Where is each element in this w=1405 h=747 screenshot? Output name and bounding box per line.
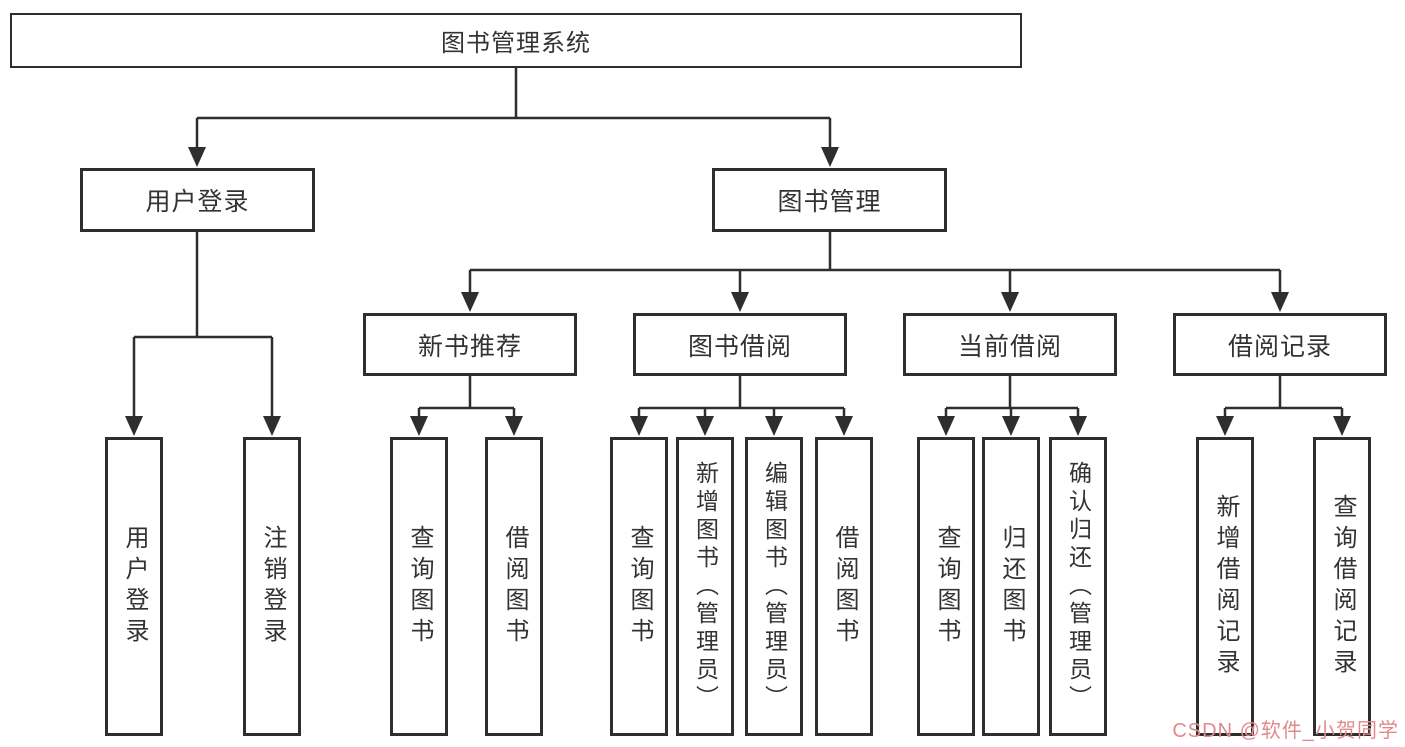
arrow-down-icon: [821, 147, 839, 167]
node-label: 借阅记录: [1227, 332, 1332, 361]
node-label: 新增借阅记录: [1212, 493, 1239, 680]
leaf-edit-books-admin: 编辑图书（管理员）: [745, 437, 803, 736]
node-label: 图书借阅: [687, 332, 792, 361]
node-book-borrowing: 图书借阅: [633, 313, 847, 376]
arrow-down-icon: [263, 416, 281, 436]
node-label: 用户登录: [121, 524, 148, 649]
arrow-down-icon: [461, 292, 479, 312]
leaf-query-books: 查询图书: [917, 437, 975, 736]
node-label: 新增图书（管理员）: [692, 460, 719, 713]
arrow-down-icon: [696, 416, 714, 436]
node-label: 图书管理系统: [441, 30, 591, 57]
csdn-watermark: CSDN @软件_小贺同学: [1172, 720, 1399, 742]
leaf-query-borrow-record: 查询借阅记录: [1313, 437, 1371, 736]
node-label: 查询图书: [406, 524, 433, 649]
leaf-add-borrow-record: 新增借阅记录: [1196, 437, 1254, 736]
node-label: 新书推荐: [417, 332, 522, 361]
arrow-down-icon: [1271, 292, 1289, 312]
leaf-borrow-books: 借阅图书: [815, 437, 873, 736]
arrow-down-icon: [505, 416, 523, 436]
leaf-return-books: 归还图书: [982, 437, 1040, 736]
node-label: 借阅图书: [831, 524, 858, 649]
leaf-confirm-return-admin: 确认归还（管理员）: [1049, 437, 1107, 736]
node-label: 查询借阅记录: [1329, 493, 1356, 680]
leaf-user-login: 用户登录: [105, 437, 163, 736]
leaf-logout: 注销登录: [243, 437, 301, 736]
connector-lines: [132, 68, 1344, 418]
arrow-down-icon: [188, 147, 206, 167]
arrowheads-group: [125, 147, 1351, 436]
node-borrowing-records: 借阅记录: [1173, 313, 1387, 376]
leaf-query-books: 查询图书: [610, 437, 668, 736]
node-label: 查询图书: [626, 524, 653, 649]
leaf-add-books-admin: 新增图书（管理员）: [676, 437, 734, 736]
leaf-borrow-books: 借阅图书: [485, 437, 543, 736]
node-library-management-system: 图书管理系统: [10, 13, 1022, 68]
node-label: 查询图书: [933, 524, 960, 649]
node-label: 注销登录: [259, 524, 286, 649]
node-label: 归还图书: [998, 524, 1025, 649]
arrow-down-icon: [1069, 416, 1087, 436]
arrow-down-icon: [630, 416, 648, 436]
arrow-down-icon: [410, 416, 428, 436]
node-book-management: 图书管理: [712, 168, 947, 232]
node-label: 确认归还（管理员）: [1065, 460, 1092, 713]
arrow-down-icon: [1216, 416, 1234, 436]
arrow-down-icon: [125, 416, 143, 436]
node-label: 用户登录: [145, 188, 250, 216]
node-label: 当前借阅: [957, 332, 1062, 361]
node-label: 图书管理: [777, 188, 882, 216]
node-new-book-recommendation: 新书推荐: [363, 313, 577, 376]
leaf-query-books: 查询图书: [390, 437, 448, 736]
arrow-down-icon: [937, 416, 955, 436]
arrow-down-icon: [731, 292, 749, 312]
node-current-borrowing: 当前借阅: [903, 313, 1117, 376]
arrow-down-icon: [1333, 416, 1351, 436]
arrow-down-icon: [1001, 292, 1019, 312]
arrow-down-icon: [835, 416, 853, 436]
node-label: 借阅图书: [501, 524, 528, 649]
arrow-down-icon: [1002, 416, 1020, 436]
arrow-down-icon: [765, 416, 783, 436]
node-label: 编辑图书（管理员）: [761, 460, 788, 713]
node-user-login: 用户登录: [80, 168, 315, 232]
